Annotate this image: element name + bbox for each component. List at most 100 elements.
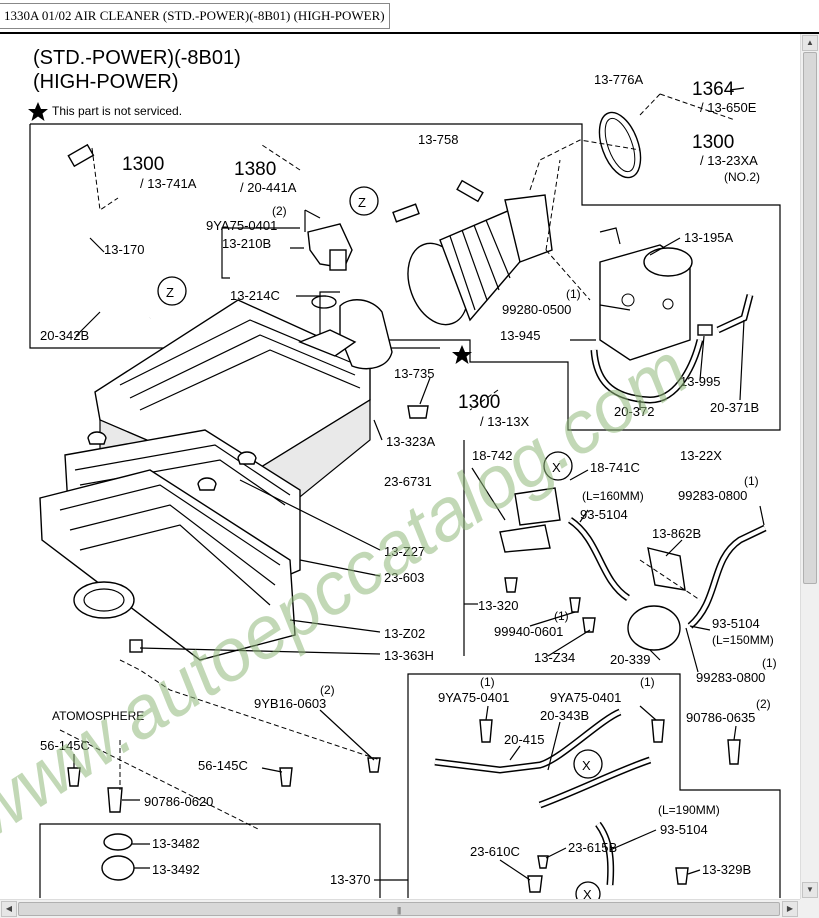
label-56-145C-b: 56-145C xyxy=(198,758,248,773)
dash-leader-b xyxy=(545,159,591,301)
clip-13-323A-b xyxy=(197,477,217,491)
label-99280-0500-qty: (1) xyxy=(566,287,581,301)
scroll-right-button[interactable]: ▶ xyxy=(782,901,798,917)
clip-23-615B xyxy=(537,855,549,869)
label-13-3482: 13-3482 xyxy=(152,836,200,851)
label-56-145C-a: 56-145C xyxy=(40,738,90,753)
label-13-370: 13-370 xyxy=(330,872,370,887)
bushing-13-3492 xyxy=(101,855,135,881)
label-9YA75-0401: 9YA75-0401 xyxy=(206,218,277,233)
label-99283-0800-a: 99283-0800 xyxy=(678,488,747,503)
ref-1300-b-sub: / 13-741A xyxy=(140,176,197,191)
bolt-90786-0620 xyxy=(107,787,123,813)
solenoid-18-741C xyxy=(514,487,561,526)
label-9YA75-0401-c-qty: (1) xyxy=(640,675,655,689)
bolt-9YA75-0401-b xyxy=(479,719,493,743)
label-23-6731: 23-6731 xyxy=(384,474,432,489)
label-99940-0601: 99940-0601 xyxy=(494,624,563,639)
label-23-603: 23-603 xyxy=(384,570,424,585)
scrollbar-corner xyxy=(800,899,819,918)
label-99283-0800-a-qty: (1) xyxy=(744,474,759,488)
label-18-742: 18-742 xyxy=(472,448,512,463)
air-cleaner-case xyxy=(39,469,296,661)
grommet-13-735 xyxy=(407,405,429,419)
horizontal-scrollbar[interactable]: ◀ ||| ▶ xyxy=(0,899,800,918)
horizontal-scroll-thumb[interactable]: ||| xyxy=(18,902,780,916)
not-serviced-note: This part is not serviced. xyxy=(52,104,182,118)
ref-arrow-1364 xyxy=(639,93,736,121)
label-93-5104-a: 93-5104 xyxy=(580,507,628,522)
nut-13-Z34 xyxy=(582,617,596,633)
label-13-995: 13-995 xyxy=(680,374,720,389)
label-20-343B: 20-343B xyxy=(540,708,589,723)
label-20-372: 20-372 xyxy=(614,404,654,419)
label-20-342B: 20-342B xyxy=(40,328,89,343)
label-93-5104-b: 93-5104 xyxy=(712,616,760,631)
label-90786-0635: 90786-0635 xyxy=(686,710,755,725)
lower-right-group-border xyxy=(407,673,781,898)
label-99283-0800-b-qty: (1) xyxy=(762,656,777,670)
callout-x-3: X xyxy=(583,887,592,899)
scroll-up-button[interactable]: ▲ xyxy=(802,35,818,51)
label-9YA75-0401-qty: (2) xyxy=(272,204,287,218)
nut-9YB16-0603 xyxy=(367,757,381,773)
label-90786-0620: 90786-0620 xyxy=(144,794,213,809)
bolt-99940-0601 xyxy=(569,597,581,613)
label-13-210B: 13-210B xyxy=(222,236,271,251)
bellows-ribs xyxy=(449,219,511,311)
label-13-329B: 13-329B xyxy=(702,862,751,877)
ref-1300-a: 1300 xyxy=(692,132,734,153)
scroll-grip-icon: ||| xyxy=(397,906,401,915)
label-13-862B: 13-862B xyxy=(652,526,701,541)
label-20-371B: 20-371B xyxy=(710,400,759,415)
label-13-363H: 13-363H xyxy=(384,648,434,663)
grommet-13-329B xyxy=(675,867,689,885)
mount-56-145C-b xyxy=(279,767,293,787)
callout-x-1: X xyxy=(552,460,561,475)
callout-z-circle-1 xyxy=(157,276,187,306)
label-13-195A: 13-195A xyxy=(684,230,733,245)
clip-13-323A-a xyxy=(87,431,107,445)
dash-leader-d xyxy=(59,729,261,831)
label-13-214C: 13-214C xyxy=(230,288,280,303)
ref-1300-a-sub: / 13-23XA xyxy=(700,153,758,168)
bolt-90786-0635 xyxy=(727,739,741,765)
not-serviced-star-icon xyxy=(452,345,472,364)
label-9YB16-0603-qty: (2) xyxy=(320,683,335,697)
label-length-160: (L=160MM) xyxy=(582,489,644,503)
label-93-5104-c: 93-5104 xyxy=(660,822,708,837)
label-23-615B: 23-615B xyxy=(568,840,617,855)
scroll-left-button[interactable]: ◀ xyxy=(1,901,17,917)
nut-13-320 xyxy=(504,577,518,593)
lower-left-group-border xyxy=(39,823,381,898)
resonator-cap xyxy=(643,247,693,277)
ref-1300-a-note: (NO.2) xyxy=(724,170,760,184)
vertical-scrollbar[interactable]: ▲ ▼ xyxy=(800,34,819,899)
callout-z-circle-2 xyxy=(349,186,379,216)
ref-1300-c-sub: / 13-13X xyxy=(480,414,529,429)
ref-1380: 1380 xyxy=(234,159,276,180)
page-title: 1330A 01/02 AIR CLEANER (STD.-POWER)(-8B… xyxy=(0,3,390,29)
label-13-Z02: 13-Z02 xyxy=(384,626,425,641)
diagram-canvas: (STD.-POWER)(-8B01) (HIGH-POWER) This pa… xyxy=(0,34,800,899)
label-13-776A: 13-776A xyxy=(594,72,643,87)
case-ribs xyxy=(59,484,281,606)
callout-z-1: Z xyxy=(166,285,174,300)
dash-leader-c xyxy=(469,389,499,411)
valve-13-995 xyxy=(697,324,713,336)
clamp-13-758-b xyxy=(392,203,420,223)
scroll-down-button[interactable]: ▼ xyxy=(802,882,818,898)
dash-leader-f xyxy=(639,559,701,601)
vertical-scroll-thumb[interactable] xyxy=(803,52,817,584)
bolt-9YA75-0401-c xyxy=(651,719,665,743)
label-13-735: 13-735 xyxy=(394,366,434,381)
label-99280-0500: 99280-0500 xyxy=(502,302,571,317)
exploded-parts-diagram: (STD.-POWER)(-8B01) (HIGH-POWER) This pa… xyxy=(0,47,781,899)
label-99283-0800-b: 99283-0800 xyxy=(696,670,765,685)
o-ring-13-214C xyxy=(311,295,337,309)
upper-group-border xyxy=(30,123,781,431)
label-23-610C: 23-610C xyxy=(470,844,520,859)
label-13-170: 13-170 xyxy=(104,242,144,257)
label-13-Z27: 13-Z27 xyxy=(384,544,425,559)
